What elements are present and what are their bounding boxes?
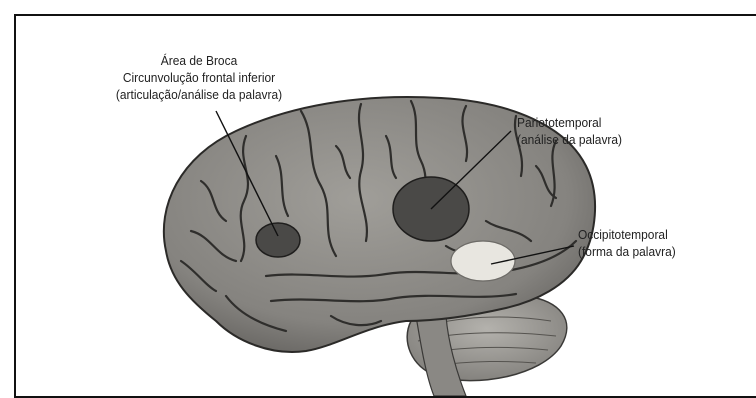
occipitotemporal-label: Occipitotemporal (forma da palavra) [578,226,676,260]
broca-label-line2: Circunvolução frontal inferior [84,69,314,86]
occipitotemporal-label-line1: Occipitotemporal [578,226,676,243]
broca-label-line1: Área de Broca [84,52,314,69]
broca-region [256,223,300,257]
figure-frame: Área de Broca Circunvolução frontal infe… [14,14,756,398]
broca-label-line3: (articulação/análise da palavra) [84,86,314,103]
parietotemporal-label: Parietotemporal (análise da palavra) [517,114,622,148]
parietotemporal-label-line2: (análise da palavra) [517,131,622,148]
occipitotemporal-label-line2: (forma da palavra) [578,243,676,260]
broca-label: Área de Broca Circunvolução frontal infe… [84,52,314,103]
parietotemporal-label-line1: Parietotemporal [517,114,622,131]
